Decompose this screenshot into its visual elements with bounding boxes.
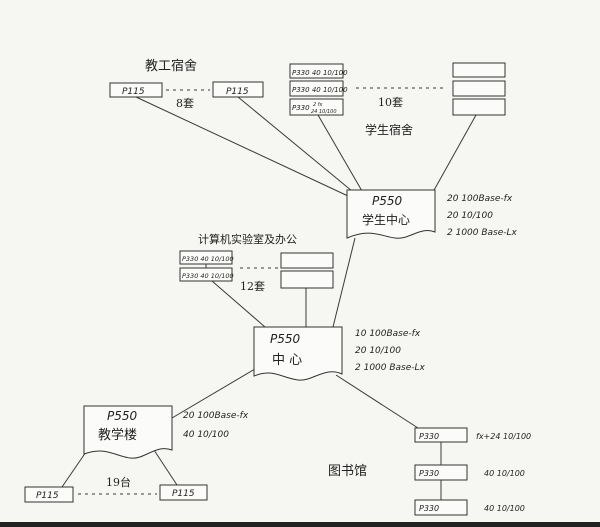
p115-switch: [159, 484, 208, 501]
lab-office-label: 计算机实验室及办公: [198, 232, 297, 246]
p330-switch: [414, 499, 468, 516]
p330-label: P330 40 10/100: [292, 86, 348, 94]
p330-ports: 40 10/100: [484, 469, 525, 478]
student-center-label: 学生中心: [362, 212, 410, 227]
p330-label: P330: [419, 432, 439, 441]
p330-switch: [414, 464, 468, 481]
p330-ports: 24 10/100: [311, 109, 337, 115]
switch: [452, 80, 506, 97]
student-center-node: P550 学生中心 20 100Base-fx 20 10/100 2 1000…: [346, 189, 518, 239]
p330-label: P330 40 10/100: [182, 272, 234, 280]
center-model: P550: [270, 332, 301, 346]
teaching-model: P550: [107, 409, 138, 423]
p115-label: P115: [122, 87, 145, 97]
lab-office-group: 计算机实验室及办公 P330 40 10/100 P330 40 10/100 …: [179, 232, 334, 293]
p330-switch: [289, 98, 344, 116]
p330-label: P330: [419, 504, 439, 513]
p330-ports: 40 10/100: [484, 504, 525, 513]
p330-switch: [289, 80, 344, 97]
staff-dorm-group: 教工宿舍 P115 P115 8套: [109, 58, 264, 110]
student-center-model: P550: [372, 194, 403, 208]
spec: 40 10/100: [183, 430, 229, 440]
spec: 10 100Base-fx: [355, 329, 421, 339]
p330-ports: fx+24 10/100: [476, 432, 531, 441]
switch: [280, 252, 334, 269]
p330-label: P330: [419, 469, 439, 478]
p330-fx-ports: 2 fx: [313, 102, 323, 108]
switch: [452, 98, 506, 116]
p330-label: P330 40 10/100: [292, 69, 348, 77]
switch: [280, 270, 334, 289]
spec: 20 100Base-fx: [447, 194, 513, 204]
switch: [452, 62, 506, 78]
teaching-count: 19台: [106, 475, 131, 489]
p330-label: P330: [292, 104, 310, 112]
p330-label: P330 40 10/100: [182, 255, 234, 263]
scan-edge: [0, 522, 600, 527]
library-group: 图书馆 P330 fx+24 10/100 P330 40 10/100 P33…: [328, 427, 531, 516]
lab-office-count: 12套: [240, 280, 265, 293]
spec: 20 10/100: [355, 346, 401, 356]
p330-switch: [289, 63, 344, 79]
student-dorm-group: P330 40 10/100 P330 40 10/100 P330 2 fx …: [289, 62, 506, 137]
p115-switch: [24, 486, 74, 503]
p115-switch: [212, 81, 264, 98]
spec: 2 1000 Base-Lx: [355, 363, 426, 373]
spec: 20 100Base-fx: [183, 411, 249, 421]
teaching-building-group: P550 教学楼 20 100Base-fx 40 10/100 P115 P1…: [24, 405, 249, 503]
staff-dorm-label: 教工宿舍: [145, 58, 197, 74]
connection-lines: [61, 96, 477, 500]
center-label: 中 心: [272, 353, 302, 368]
staff-dorm-count: 8套: [176, 97, 194, 110]
spec: 2 1000 Base-Lx: [447, 228, 518, 238]
p115-switch: [109, 82, 163, 98]
student-dorm-count: 10套: [378, 96, 403, 109]
spec: 20 10/100: [447, 211, 493, 221]
p115-label: P115: [36, 491, 59, 501]
p330-switch: [414, 427, 468, 443]
teaching-label: 教学楼: [98, 427, 137, 443]
p115-label: P115: [172, 489, 195, 499]
student-dorm-label: 学生宿舍: [365, 122, 413, 137]
library-label: 图书馆: [328, 464, 367, 479]
center-node: P550 中 心 10 100Base-fx 20 10/100 2 1000 …: [253, 326, 426, 381]
p115-label: P115: [226, 87, 249, 97]
